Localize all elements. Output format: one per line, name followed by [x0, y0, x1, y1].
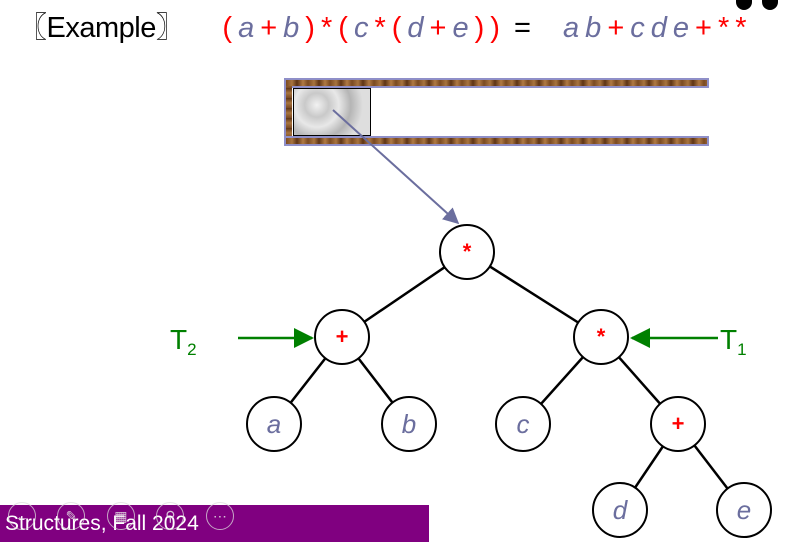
postfix-token: *: [717, 12, 730, 44]
stack-rail-bottom: [284, 136, 709, 146]
decoration-mark: [736, 0, 752, 10]
infix-token: +: [260, 12, 278, 44]
equals-sign: =: [514, 12, 531, 44]
node-plus-left: +: [314, 309, 370, 365]
stack-cell: [293, 88, 371, 136]
postfix-token: d: [650, 12, 667, 44]
label-t2-subscript: 2: [187, 340, 197, 359]
example-label: 〖Example〗: [18, 12, 185, 44]
arrow-left-icon[interactable]: ←: [8, 502, 36, 530]
label-t1-base: T: [720, 324, 738, 355]
node-plus-right: +: [650, 396, 706, 452]
infix-token: e: [452, 12, 469, 44]
postfix-token: *: [735, 12, 747, 44]
node-multiply-right: *: [573, 309, 629, 365]
stack: [284, 78, 709, 148]
infix-token: d: [407, 12, 424, 44]
node-leaf-d: d: [592, 482, 648, 538]
label-t2: T2: [170, 325, 197, 365]
zoom-icon[interactable]: ⚲: [156, 502, 185, 530]
node-leaf-c: c: [495, 396, 551, 452]
postfix-token: a: [563, 12, 580, 44]
infix-token: ): [490, 12, 500, 44]
infix-token: (: [391, 12, 402, 44]
infix-token: *: [320, 12, 333, 44]
postfix-token: b: [585, 12, 602, 44]
postfix-token: +: [695, 12, 712, 44]
node-root-multiply: *: [439, 224, 495, 280]
postfix-token: +: [607, 12, 625, 44]
node-leaf-b: b: [381, 396, 437, 452]
pen-icon[interactable]: ✎: [57, 502, 86, 530]
infix-token: +: [429, 12, 447, 44]
node-leaf-e: e: [716, 482, 772, 538]
more-icon[interactable]: ⋯: [205, 502, 234, 530]
infix-token: *: [374, 12, 386, 44]
node-leaf-a: a: [246, 396, 302, 452]
infix-token: a: [238, 12, 255, 44]
stack-rail-top: [284, 78, 709, 88]
footer-text: Structures, Fall 2024: [5, 512, 199, 535]
label-t1-subscript: 1: [737, 340, 747, 359]
stack-end-wall: [284, 86, 292, 138]
infix-token: b: [283, 12, 300, 44]
infix-token: (: [222, 12, 233, 44]
postfix-token: c: [630, 12, 645, 44]
label-t2-base: T: [170, 324, 188, 355]
infix-token: c: [353, 12, 369, 44]
stack-pointer-arrow: [332, 109, 460, 225]
slideshow-controls: ← ✎ ▦ ⚲ ⋯: [8, 502, 251, 532]
infix-token: ): [305, 12, 315, 44]
infix-token: (: [338, 12, 348, 44]
decoration-mark: [762, 0, 778, 10]
label-t1: T1: [720, 325, 747, 365]
postfix-token: e: [672, 12, 690, 44]
infix-token: ): [474, 12, 485, 44]
grid-icon[interactable]: ▦: [106, 502, 135, 530]
infix-expression: (a+b)*(c*(d+e)): [222, 12, 506, 44]
